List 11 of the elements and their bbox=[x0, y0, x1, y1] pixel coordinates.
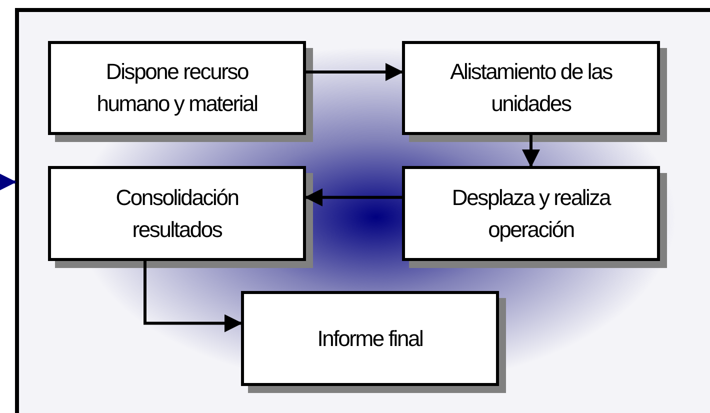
box-label: Alistamiento de las unidades bbox=[449, 58, 614, 118]
arrow bbox=[0, 173, 16, 191]
box-label: Desplaza y realiza operación bbox=[450, 184, 612, 244]
arrow bbox=[522, 135, 540, 168]
arrow bbox=[304, 188, 402, 206]
box-label: Dispone recurso humano y material bbox=[96, 58, 258, 118]
box-label: Informe final bbox=[317, 324, 423, 352]
frame-panel bbox=[15, 8, 710, 413]
arrow bbox=[306, 63, 404, 82]
box-label: Consolidación resultados bbox=[114, 184, 240, 244]
arrow bbox=[144, 261, 242, 332]
